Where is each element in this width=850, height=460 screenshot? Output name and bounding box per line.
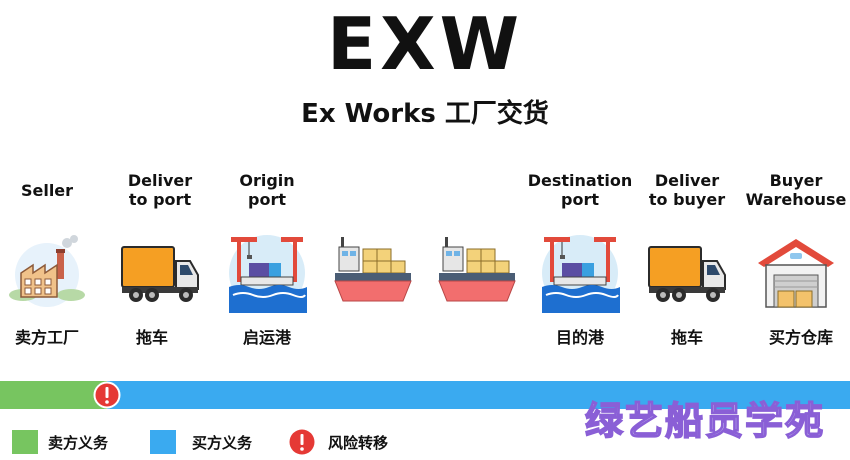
buyer-obligation-bar	[107, 381, 850, 409]
stage-en-line-2: Seller	[20, 181, 74, 200]
truck-icon	[121, 246, 199, 302]
stage-en-line-2: port	[248, 190, 286, 209]
port-crane-icon	[542, 235, 620, 313]
stage-en-line-2: port	[561, 190, 599, 209]
legend-label: 卖方义务	[48, 434, 109, 452]
diagram-subtitle: Ex Works 工厂交货	[301, 99, 549, 129]
cargo-ship-icon	[334, 237, 412, 302]
truck-icon	[648, 246, 726, 302]
stage-zh-label: 目的港	[555, 328, 604, 347]
blue-swatch	[150, 430, 176, 454]
warehouse-icon	[758, 239, 834, 308]
risk-transfer-icon	[93, 381, 121, 409]
stage-en-line-2: Warehouse	[745, 190, 847, 209]
stage-en-line-1: Deliver	[127, 171, 193, 190]
watermark: 绿艺船员学苑	[584, 397, 826, 444]
legend-label: 买方义务	[192, 434, 253, 452]
diagram-title: EXW	[326, 2, 524, 86]
seller-obligation-bar	[0, 381, 107, 409]
risk-alert-icon	[289, 429, 315, 455]
stage-en-line-1: Origin	[239, 171, 295, 190]
factory-icon	[9, 235, 85, 307]
legend-label: 风险转移	[328, 434, 389, 452]
stage-en-line-1: Deliver	[654, 171, 720, 190]
stage-en-line-2: to buyer	[648, 190, 726, 209]
stage-en-line-1: Buyer	[769, 171, 823, 190]
stage-en-line-2: to port	[128, 190, 192, 209]
stage-zh-label: 卖方工厂	[14, 328, 79, 347]
green-swatch	[12, 430, 38, 454]
stage-zh-label: 拖车	[670, 328, 703, 347]
stage-en-line-1: Destination	[527, 171, 633, 190]
stage-zh-label: 拖车	[135, 328, 168, 347]
cargo-ship-icon	[438, 237, 516, 302]
stage-zh-label: 买方仓库	[768, 328, 833, 347]
stage-zh-label: 启运港	[242, 328, 291, 347]
port-crane-icon	[229, 235, 307, 313]
